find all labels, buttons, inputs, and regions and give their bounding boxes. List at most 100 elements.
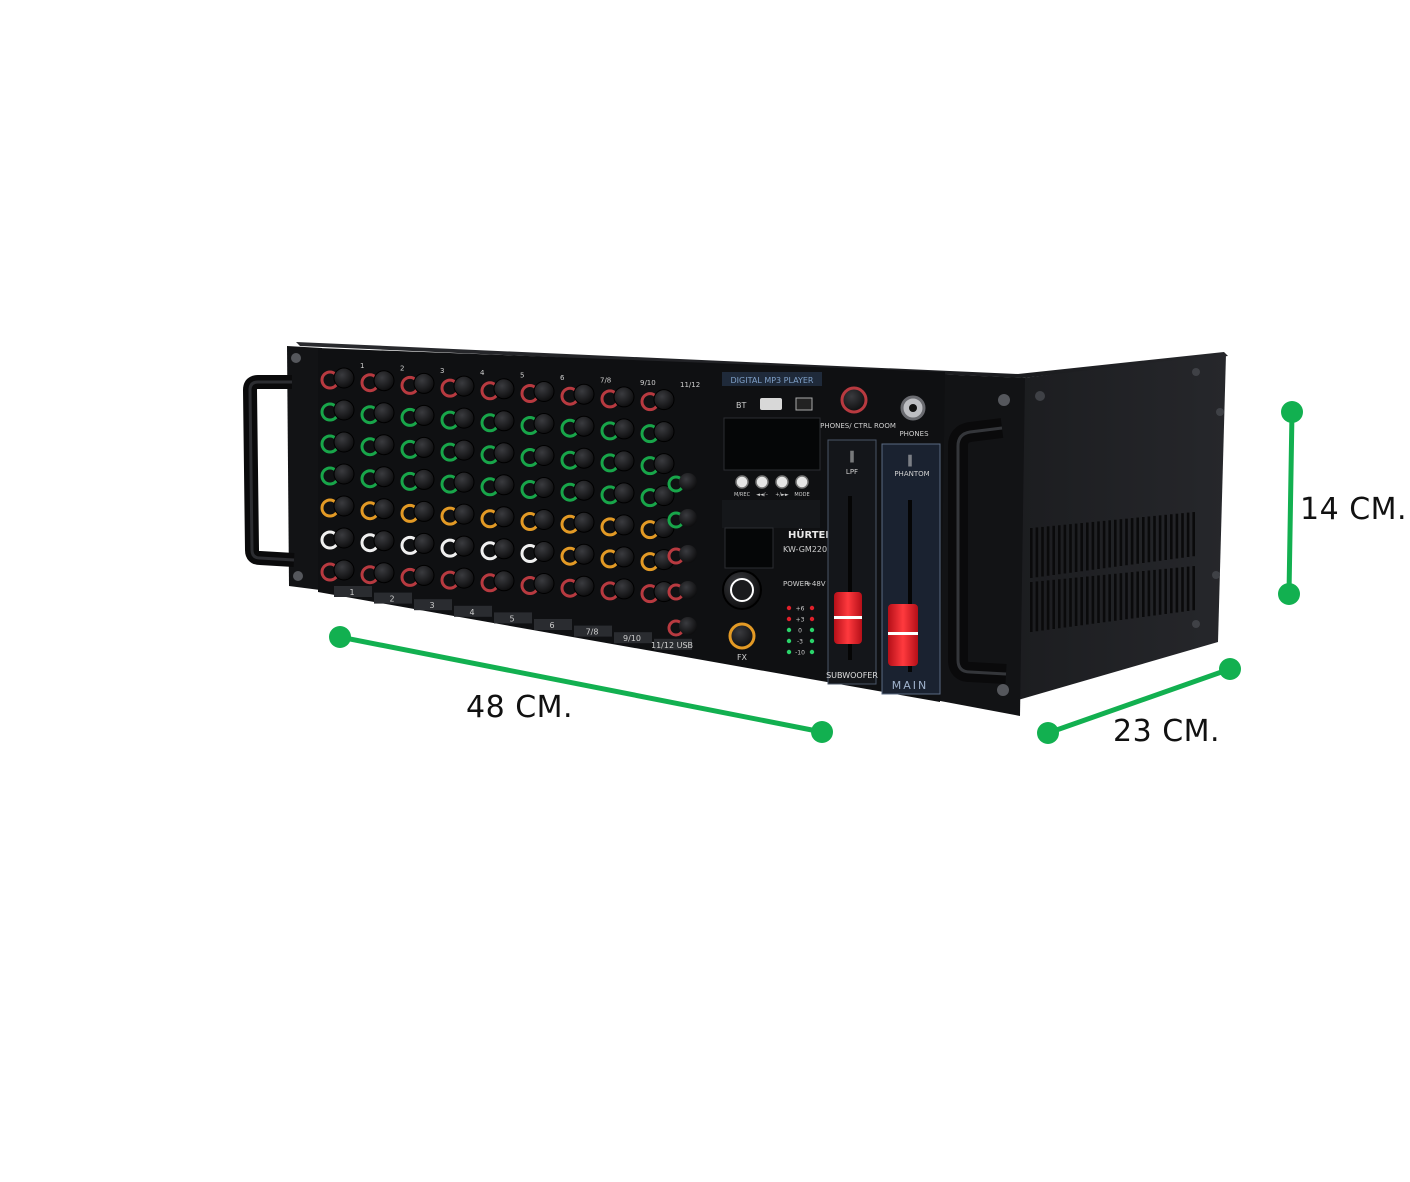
channel-knob[interactable] [573,415,595,437]
channel-knob[interactable] [573,447,595,469]
vent-slot [1041,580,1044,631]
channel-knob[interactable] [493,410,515,432]
channel-knob[interactable] [573,543,595,565]
vent-slot [1091,575,1095,624]
vent-slot [1125,518,1128,566]
channel-knob[interactable] [533,381,555,402]
channel-knob[interactable] [453,567,475,589]
usb-port[interactable] [760,398,782,410]
subwoofer-fader-line [834,616,862,619]
stereo-knob[interactable] [679,581,697,599]
stereo-knob[interactable] [679,509,697,527]
channel-knob[interactable] [453,375,475,397]
channel-label-plate [534,619,572,630]
player-button-label: MODE [794,492,809,498]
player-button[interactable] [795,475,809,489]
channel-knob[interactable] [413,404,435,426]
channel-knob[interactable] [493,570,515,592]
meter-led [809,638,815,644]
channel-knob[interactable] [453,407,475,429]
channel-knob[interactable] [533,477,555,498]
channel-knob[interactable] [533,541,555,562]
fx-level-knob[interactable] [728,622,756,650]
vent-slot [1192,566,1195,611]
stereo-knob[interactable] [679,617,697,635]
channel-knob[interactable] [413,564,435,586]
channel-bottom-label: 3 [429,601,434,610]
screw [1192,368,1200,376]
channel-knob[interactable] [653,453,675,475]
ctrl-room-knob[interactable] [840,386,868,414]
channel-knob[interactable] [333,431,355,453]
channel-knob[interactable] [493,378,515,400]
channel-knob[interactable] [493,506,515,528]
channel-knob[interactable] [573,383,595,405]
channel-knob[interactable] [573,575,595,597]
channel-knob[interactable] [373,562,395,584]
player-button[interactable] [775,475,789,489]
channel-knob[interactable] [373,466,395,488]
channel-knob[interactable] [533,573,555,594]
channel-knob[interactable] [653,421,675,443]
dimension-dot [1037,722,1059,744]
channel-knob[interactable] [333,527,355,549]
channel-knob[interactable] [333,495,355,517]
player-button[interactable] [735,475,749,489]
channel-knob[interactable] [653,485,675,507]
channel-knob[interactable] [613,482,635,504]
vent-slot [1136,517,1139,564]
channel-knob[interactable] [493,474,515,496]
channel-knob[interactable] [373,434,395,456]
subwoofer-section: ∥ LPF SUBWOOFER [826,439,878,685]
stereo-knob[interactable] [679,545,697,563]
channel-knob[interactable] [373,370,395,392]
channel-number: 3 [440,367,444,375]
screw [1192,620,1200,628]
channel-knob[interactable] [493,538,515,560]
channel-knob[interactable] [453,471,475,493]
channel-knob[interactable] [413,372,435,394]
mp3-title: DIGITAL MP3 PLAYER [731,376,814,385]
channel-knob[interactable] [613,418,635,440]
width-dimension-label: 48 CM. [466,690,574,725]
vent-slot [1175,513,1179,559]
channel-knob[interactable] [413,436,435,458]
channel-knob[interactable] [573,511,595,533]
channel-knob[interactable] [413,500,435,522]
sd-slot[interactable] [795,397,813,411]
channel-bottom-label: 1 [349,588,354,597]
stereo-knob[interactable] [679,473,697,491]
channel-knob[interactable] [333,559,355,581]
channel-knob[interactable] [333,463,355,485]
channel-knob[interactable] [613,546,635,568]
channel-knob[interactable] [413,532,435,554]
channel-knob[interactable] [533,413,555,434]
fx-label: FX [737,653,748,662]
vent-slot [1186,512,1190,557]
channel-knob[interactable] [333,367,355,389]
vent-slot [1114,519,1117,567]
channel-knob[interactable] [573,479,595,501]
channel-knob[interactable] [533,509,555,530]
channel-knob[interactable] [613,450,635,472]
channel-knob[interactable] [373,402,395,424]
vent-slot [1035,581,1039,632]
screw [998,394,1010,406]
channel-knob[interactable] [493,442,515,464]
channel-knob[interactable] [373,530,395,552]
channel-knob[interactable] [453,439,475,461]
vent-slot [1046,580,1050,630]
channel-knob[interactable] [453,503,475,525]
player-button[interactable] [755,475,769,489]
channel-knob[interactable] [653,389,675,411]
channel-knob[interactable] [373,498,395,520]
channel-knob[interactable] [613,514,635,536]
channel-knob[interactable] [333,399,355,421]
dimension-width [329,626,833,743]
channel-knob[interactable] [613,578,635,600]
player-buttons: M/REC◄◄/–+/►►MODE [734,475,810,498]
channel-knob[interactable] [413,468,435,490]
channel-knob[interactable] [533,445,555,466]
channel-knob[interactable] [613,386,635,408]
channel-knob[interactable] [453,535,475,557]
